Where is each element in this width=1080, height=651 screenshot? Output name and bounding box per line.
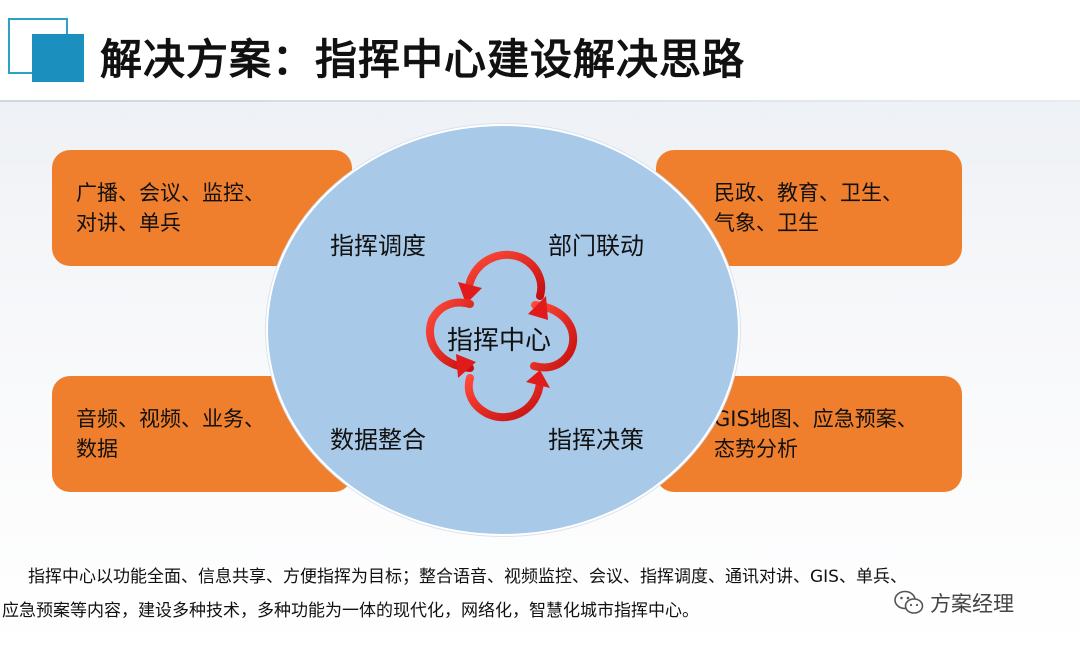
wechat-icon <box>894 590 924 614</box>
title-decoration-square <box>32 34 84 82</box>
circle-label-bottom-right: 指挥决策 <box>548 426 644 454</box>
box-top-left-line2: 对讲、单兵 <box>76 211 181 235</box>
watermark: 方案经理 <box>894 588 1014 618</box>
arrow-right-head <box>528 296 548 320</box>
central-circle <box>266 124 740 536</box>
footer-description: 指挥中心以功能全面、信息共享、方便指挥为目标；整合语音、视频监控、会议、指挥调度… <box>0 560 1080 628</box>
arrow-top-head <box>458 282 482 304</box>
box-bottom-left-line1: 音频、视频、业务、 <box>76 407 265 431</box>
page-title: 解决方案：指挥中心建设解决思路 <box>100 35 746 84</box>
arrow-left <box>426 298 474 372</box>
arrow-right <box>530 301 578 372</box>
arrow-bottom <box>464 374 544 422</box>
box-bottom-left-line2: 数据 <box>76 437 118 461</box>
arrow-bottom-head <box>526 370 550 388</box>
footer-line2: 应急预案等内容，建设多种技术，多种功能为一体的现代化，网络化，智慧化城市指挥中心… <box>2 601 699 621</box>
box-top-right-line2: 气象、卫生 <box>714 211 819 235</box>
box-bottom-right-line1: GIS地图、应急预案、 <box>714 407 918 431</box>
arrow-top <box>464 250 546 300</box>
box-top-right-line1: 民政、教育、卫生、 <box>714 181 903 205</box>
box-bottom-right-line2: 态势分析 <box>714 437 798 461</box>
circle-label-center: 指挥中心 <box>447 326 552 356</box>
watermark-text: 方案经理 <box>930 592 1014 616</box>
circle-label-top-left: 指挥调度 <box>330 232 426 260</box>
footer-line1: 指挥中心以功能全面、信息共享、方便指挥为目标；整合语音、视频监控、会议、指挥调度… <box>28 567 907 587</box>
header-divider <box>0 100 1080 102</box>
arrow-left-head <box>456 354 476 378</box>
box-top-left-line1: 广播、会议、监控、 <box>76 181 265 205</box>
circle-label-bottom-left: 数据整合 <box>330 426 426 454</box>
circle-label-top-right: 部门联动 <box>548 232 644 260</box>
